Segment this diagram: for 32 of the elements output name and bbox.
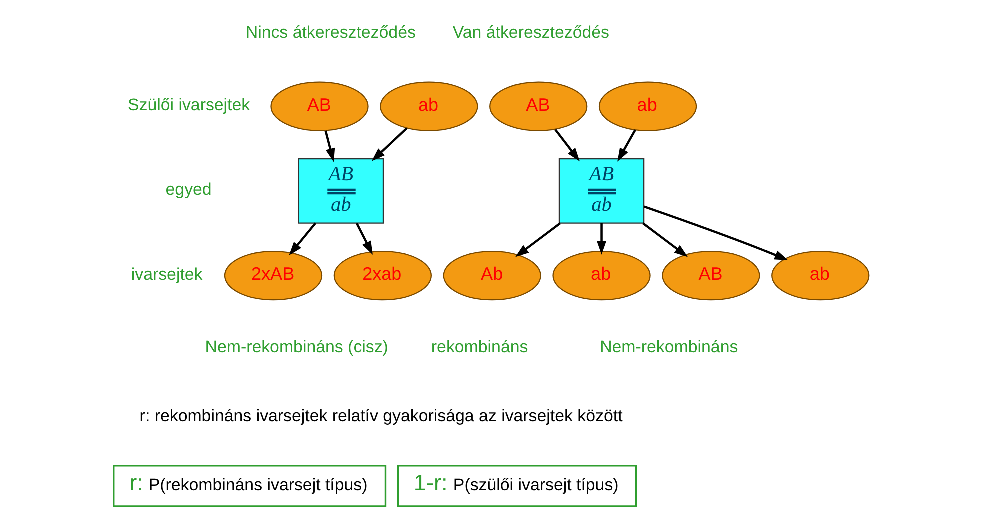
node-ellipse: AB: [490, 81, 588, 131]
label: egyed: [166, 180, 212, 199]
arrow: [642, 222, 688, 257]
arrow: [554, 128, 580, 162]
node-box: r: P(rekombináns ivarsejt típus): [113, 464, 387, 507]
node-box: AB ab: [298, 158, 384, 224]
node-ellipse: 2xAB: [224, 250, 323, 300]
arrow: [289, 222, 316, 256]
node-ellipse: AB: [662, 250, 760, 300]
node-box: 1-r: P(szülői ivarsejt típus): [397, 464, 638, 507]
node-ellipse: ab: [598, 81, 698, 131]
arrow: [356, 222, 373, 254]
node-box: AB ab: [558, 158, 645, 224]
label: Nem-rekombináns (cisz): [205, 337, 388, 356]
label: rekombináns: [431, 337, 528, 356]
arrow: [516, 222, 562, 257]
label: Nincs átkereszteződés: [246, 22, 416, 42]
node-ellipse: 2xab: [334, 250, 432, 300]
arrow: [618, 129, 636, 162]
arrow: [324, 130, 336, 162]
label: ivarsejtek: [131, 264, 203, 284]
arrow: [644, 205, 788, 260]
label: Van átkereszteződés: [452, 22, 610, 42]
label: Nem-rekombináns: [600, 337, 738, 356]
node-ellipse: AB: [270, 81, 369, 131]
node-ellipse: Ab: [443, 250, 542, 300]
label: r: rekombináns ivarsejtek relatív gyakorisága az ivarsejtek között: [140, 406, 623, 425]
arrow: [597, 222, 607, 254]
node-ellipse: ab: [380, 81, 478, 131]
node-ellipse: ab: [552, 250, 651, 300]
arrow: [372, 127, 408, 161]
label: Szülői ivarsejtek: [128, 95, 250, 114]
